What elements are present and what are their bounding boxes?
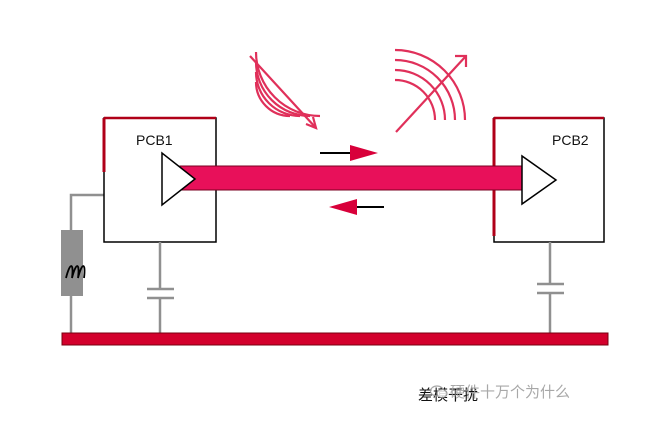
radiation-waves-left [249,51,321,130]
arrow-right [320,145,378,161]
capacitor-left [147,242,174,334]
watermark-text: 硬件十万个为什么 [450,383,571,401]
radiation-waves-right [394,48,468,133]
wechat-icon [430,385,448,399]
diagram-caption: 差模干扰 [418,386,479,404]
ground-plane [61,332,609,346]
arrow-left [329,199,384,215]
pcb1-driver-triangle [161,151,197,207]
inductor [61,230,86,296]
watermark: 硬件十万个为什么 [430,381,570,402]
capacitor-right [537,242,564,334]
pcb2-receiver-triangle [521,154,558,206]
ground-wire [69,193,104,334]
pcb2-label: PCB2 [552,132,589,148]
signal-line [179,165,523,191]
pcb1-label: PCB1 [136,132,173,148]
